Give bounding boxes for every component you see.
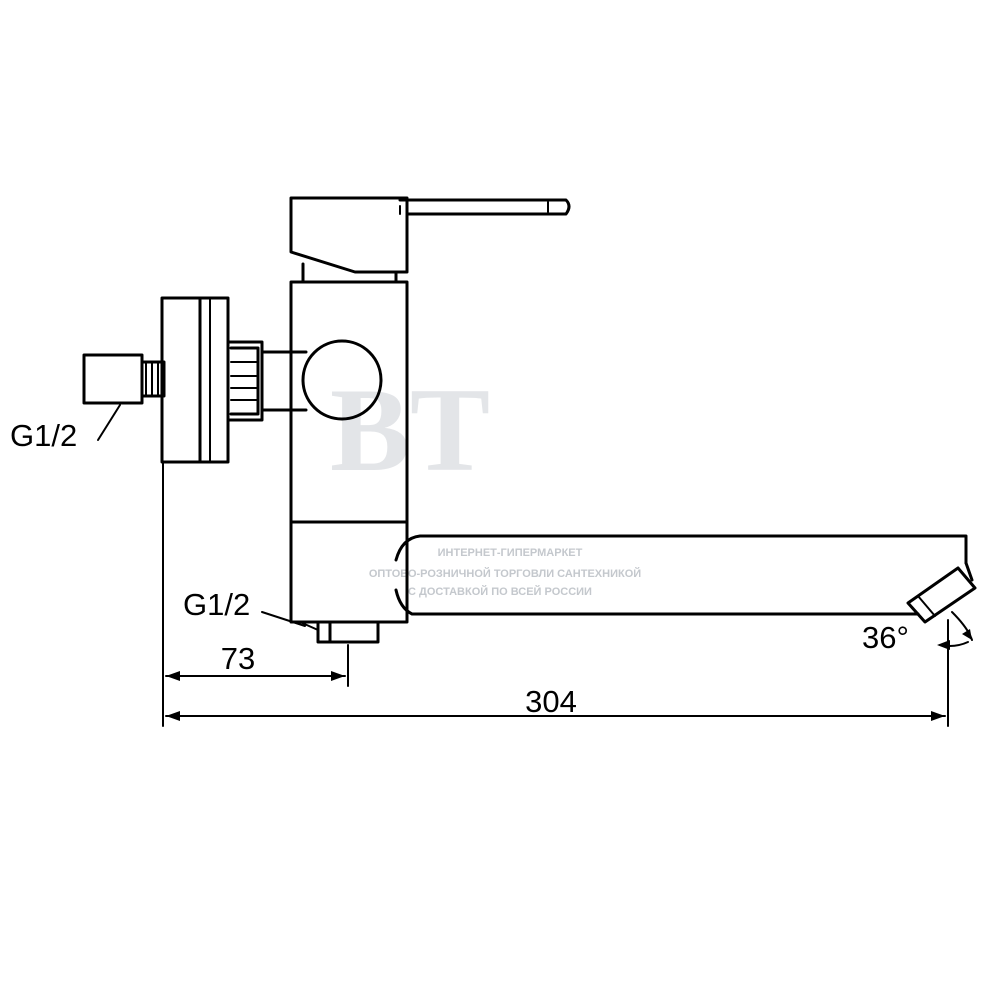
dimension-73: 73 — [165, 641, 346, 681]
angle-dimension: 36° — [862, 611, 973, 655]
thread-label-bottom: G1/2 — [183, 587, 250, 622]
thread-callout-side: G1/2 — [10, 404, 121, 453]
watermark-logo: BT — [330, 363, 490, 496]
extension-lines — [162, 461, 949, 727]
watermark: BT ИНТЕРНЕТ-ГИПЕРМАРКЕТ ОПТОВО-РОЗНИЧНОЙ… — [330, 363, 641, 598]
aerator — [906, 566, 977, 624]
dimension-304: 304 — [165, 684, 946, 721]
thread-label-side: G1/2 — [10, 418, 77, 453]
connecting-pipe — [260, 350, 308, 412]
bottom-outlet — [299, 620, 380, 644]
inlet-connector — [82, 353, 166, 405]
watermark-line-1: ИНТЕРНЕТ-ГИПЕРМАРКЕТ — [438, 547, 583, 559]
watermark-line-3: С ДОСТАВКОЙ ПО ВСЕЙ РОССИИ — [408, 585, 592, 598]
wall-flange — [160, 296, 230, 464]
watermark-line-2: ОПТОВО-РОЗНИЧНОЙ ТОРГОВЛИ САНТЕХНИКОЙ — [369, 567, 641, 580]
thread-callout-bottom: G1/2 — [183, 587, 306, 627]
body-round-boss — [301, 339, 383, 421]
hex-nut — [226, 340, 264, 422]
angle-label: 36° — [862, 620, 909, 655]
lever-handle — [289, 196, 571, 284]
dimension-73-label: 73 — [221, 641, 255, 676]
dimension-304-label: 304 — [525, 684, 577, 719]
spout — [394, 534, 974, 616]
